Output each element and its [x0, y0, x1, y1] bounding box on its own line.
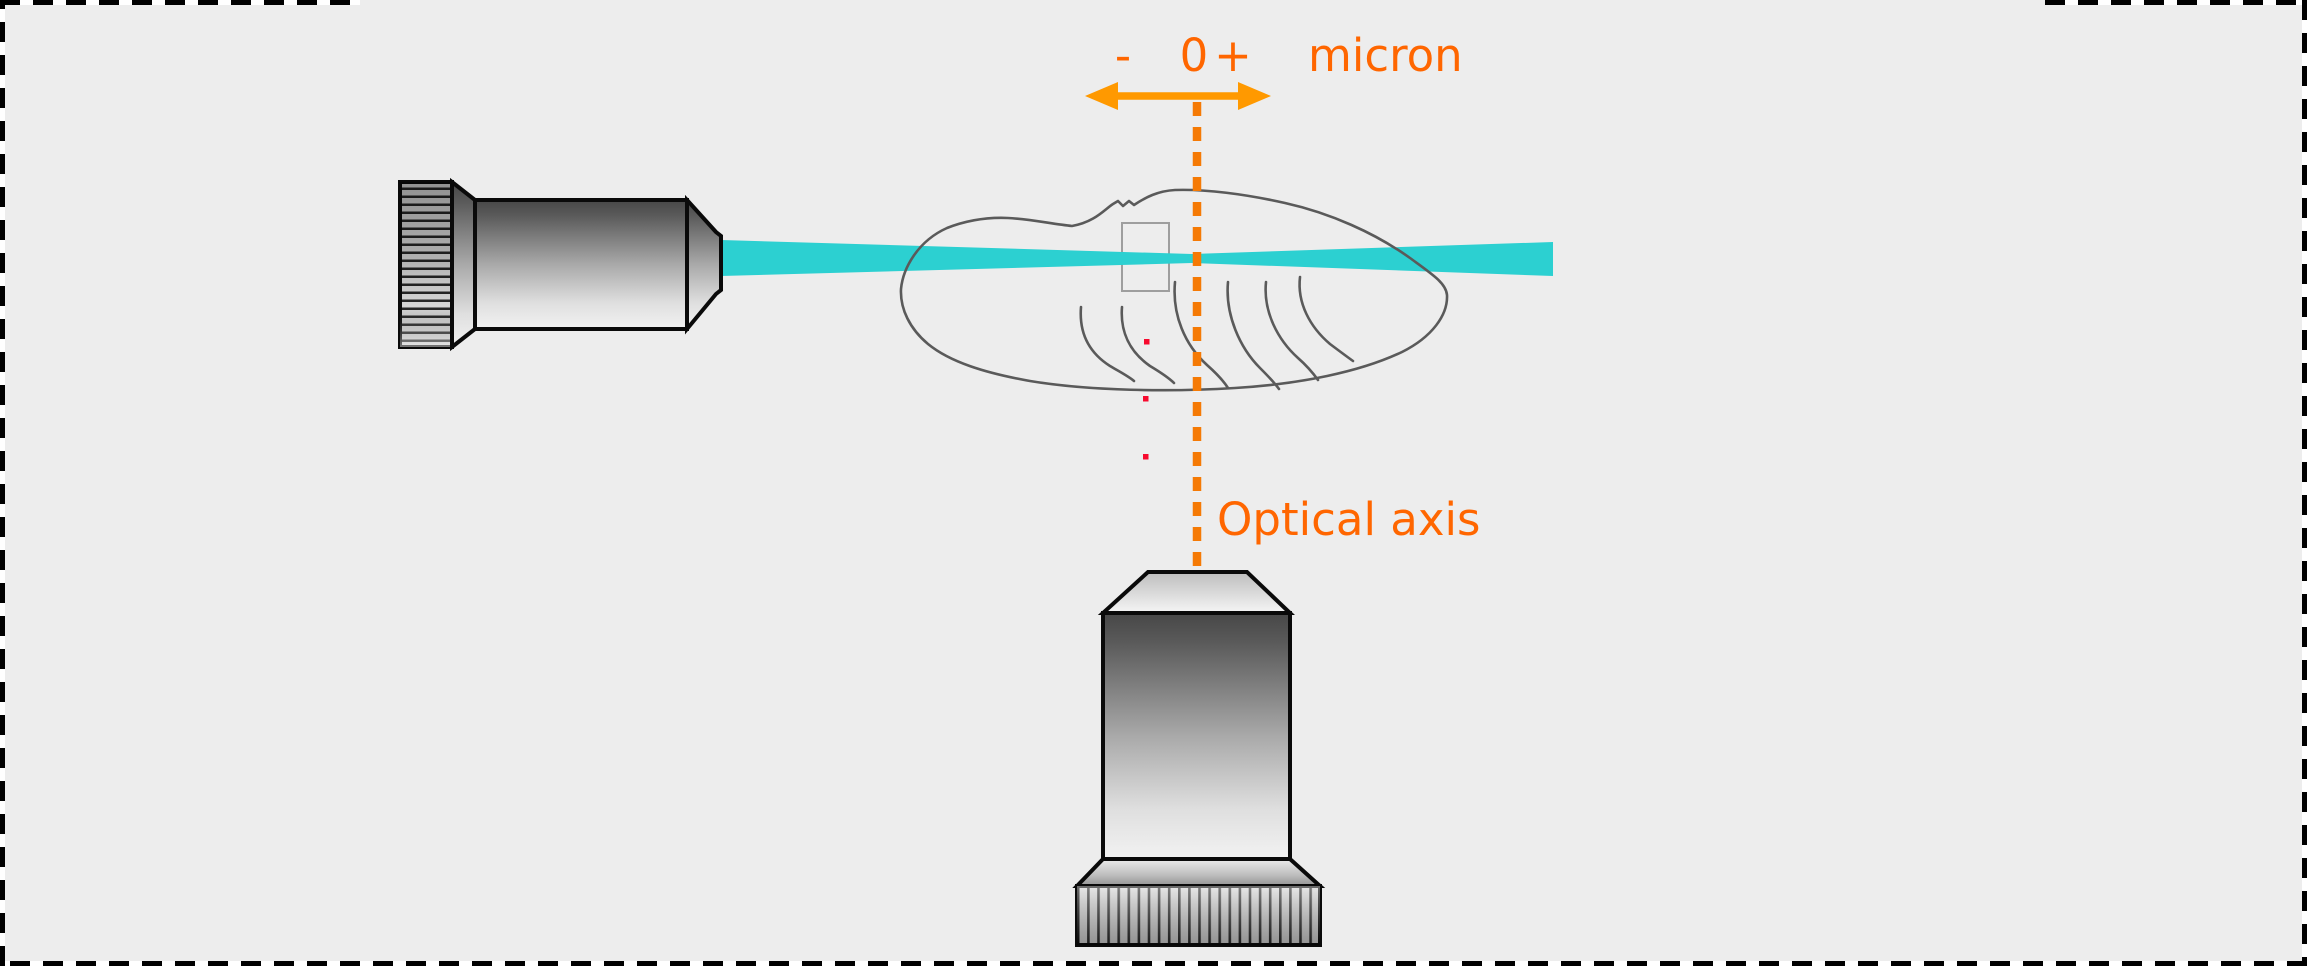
knurled-cap-shading — [400, 182, 452, 347]
specimen — [899, 188, 1449, 392]
gill-line — [1079, 305, 1136, 383]
specimen-outline — [899, 188, 1449, 392]
neck-trapezoid — [450, 177, 477, 352]
knurled-base-shading — [1077, 886, 1320, 945]
scale-plus-label: + — [1214, 29, 1252, 82]
top-border-cover — [360, 0, 2045, 8]
gill-line — [1226, 280, 1281, 391]
scale-arrow-right-head — [1238, 82, 1271, 110]
objective-body — [473, 198, 689, 331]
focus-dots — [1143, 339, 1150, 460]
gill-line — [1120, 305, 1176, 385]
illumination-objective — [398, 177, 723, 352]
gill-line — [1173, 280, 1230, 390]
scale-arrow-left-head — [1085, 82, 1118, 110]
focus-dot — [1143, 454, 1149, 460]
scale-zero-label: 0 — [1180, 29, 1209, 82]
optical-axis-label: Optical axis — [1217, 493, 1480, 546]
scale-minus-label: - — [1115, 29, 1131, 82]
objective-base-flare — [1072, 857, 1326, 888]
objective-nose-cone — [685, 194, 723, 335]
objective-body — [1101, 611, 1292, 861]
micron-scale: - 0 + micron — [1085, 29, 1463, 110]
gill-line — [1264, 280, 1320, 382]
focus-dot — [1144, 339, 1150, 345]
scale-unit-label: micron — [1308, 29, 1463, 82]
detection-objective — [1072, 570, 1326, 947]
gill-line — [1298, 275, 1355, 363]
light-sheet-beam — [721, 240, 1553, 276]
focus-dot — [1143, 396, 1149, 402]
